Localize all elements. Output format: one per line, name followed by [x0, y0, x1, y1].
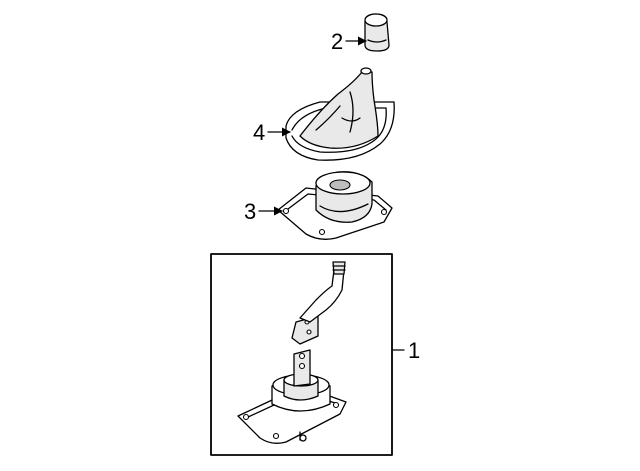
callout-4: 4 — [253, 120, 291, 145]
callout-1: 1 — [391, 338, 420, 363]
svg-text:2: 2 — [331, 29, 343, 54]
svg-text:3: 3 — [244, 199, 256, 224]
shifter-assembly[interactable] — [237, 261, 347, 444]
callout-3: 3 — [244, 199, 283, 224]
shift-knob[interactable] — [364, 13, 390, 52]
assembly-frame — [210, 253, 393, 456]
svg-text:4: 4 — [253, 120, 265, 145]
svg-text:1: 1 — [408, 338, 420, 363]
callout-2: 2 — [331, 29, 367, 54]
shift-boot[interactable] — [285, 67, 395, 161]
lever-mount[interactable] — [277, 171, 393, 240]
